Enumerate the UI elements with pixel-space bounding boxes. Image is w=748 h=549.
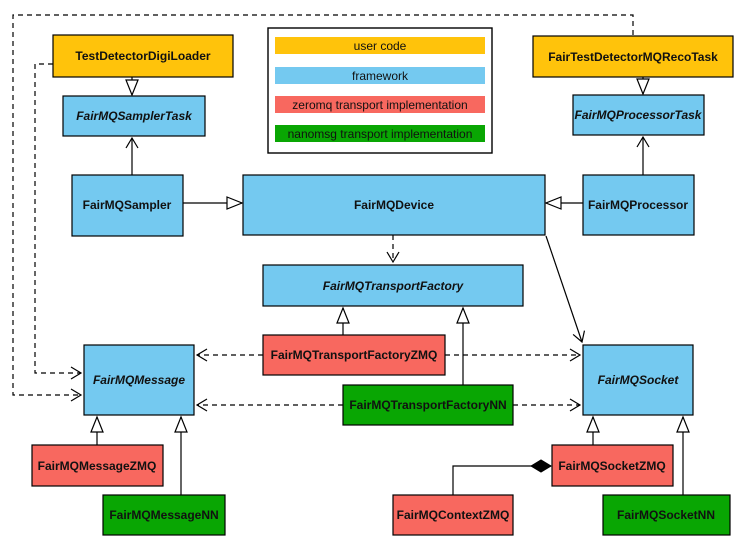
node-box-fairmqdevice [242, 174, 546, 236]
node-fairmqsocket: FairMQSocket [582, 344, 694, 416]
edge-fairmqdevice-assoc-fairmqsocket [545, 235, 586, 344]
node-fairmqtransportfactory: FairMQTransportFactory [262, 264, 524, 307]
node-label-fairmqmessagezmq: FairMQMessageZMQ [38, 459, 157, 473]
node-box-fairtestdetectormqrecotask [532, 35, 734, 78]
legend-item-zeromq: zeromq transport implementation [275, 96, 485, 113]
node-fairmqmessagenn: FairMQMessageNN [102, 494, 226, 536]
node-box-fairmqmessagezmq [31, 444, 164, 487]
node-fairmqsocketnn: FairMQSocketNN [602, 494, 731, 536]
node-label-fairmqsampler: FairMQSampler [83, 198, 172, 212]
node-fairmqmessage: FairMQMessage [83, 344, 195, 416]
legend-swatch-zeromq [275, 96, 485, 113]
legend-swatch-user-code [275, 37, 485, 54]
node-label-fairmqsocketnn: FairMQSocketNN [617, 508, 715, 522]
node-box-fairmqsamplertask [62, 95, 206, 137]
node-fairmqcontextzmq: FairMQContextZMQ [392, 494, 514, 536]
node-label-fairmqprocessortask: FairMQProcessorTask [575, 108, 703, 122]
node-box-fairmqmessagenn [102, 494, 226, 536]
node-box-fairmqmessage [83, 344, 195, 416]
node-box-fairmqsocketnn [602, 494, 731, 536]
edges [12, 14, 690, 495]
node-fairmqsocketzmq: FairMQSocketZMQ [551, 444, 674, 487]
node-label-fairmqsocketzmq: FairMQSocketZMQ [558, 459, 665, 473]
edge-fairtestdetectormqrecotask-dep-fairmqmessage [12, 14, 634, 402]
node-box-fairmqtransportfactorynn [342, 384, 514, 426]
node-label-fairmqdevice: FairMQDevice [354, 198, 434, 212]
node-label-fairmqmessagenn: FairMQMessageNN [109, 508, 218, 522]
legend-item-nanomsg: nanomsg transport implementation [275, 125, 485, 142]
node-fairtestdetectormqrecotask: FairTestDetectorMQRecoTask [532, 35, 734, 78]
legend-label-framework: framework [352, 69, 409, 83]
node-box-fairmqprocessor [582, 174, 695, 236]
node-label-fairmqmessage: FairMQMessage [93, 373, 185, 387]
legend-item-framework: framework [275, 67, 485, 84]
edge-testdetectordigiloader-dep-fairmqmessage [34, 63, 83, 380]
node-label-fairmqtransportfactorynn: FairMQTransportFactoryNN [349, 398, 506, 412]
legend-item-user-code: user code [275, 37, 485, 54]
node-box-fairmqtransportfactory [262, 264, 524, 307]
legend-label-nanomsg: nanomsg transport implementation [288, 127, 473, 141]
node-fairmqsampler: FairMQSampler [71, 174, 184, 237]
node-fairmqsamplertask: FairMQSamplerTask [62, 95, 206, 137]
node-box-fairmqsampler [71, 174, 184, 237]
legend-swatch-framework [275, 67, 485, 84]
edge-fairmqcontextzmq-composition-fairmqsocketzmq [452, 459, 552, 495]
nodes: TestDetectorDigiLoader FairTestDetectorM… [31, 34, 734, 536]
node-fairmqprocessortask: FairMQProcessorTask [572, 94, 705, 136]
legend-swatch-nanomsg [275, 125, 485, 142]
node-label-fairmqsocket: FairMQSocket [598, 373, 680, 387]
node-box-fairmqsocketzmq [551, 444, 674, 487]
node-box-fairmqcontextzmq [392, 494, 514, 536]
legend-label-zeromq: zeromq transport implementation [292, 98, 467, 112]
node-testdetectordigiloader: TestDetectorDigiLoader [52, 34, 234, 78]
node-label-fairmqcontextzmq: FairMQContextZMQ [397, 508, 510, 522]
node-label-fairmqtransportfactoryzmq: FairMQTransportFactoryZMQ [271, 348, 438, 362]
node-fairmqprocessor: FairMQProcessor [582, 174, 695, 236]
node-fairmqmessagezmq: FairMQMessageZMQ [31, 444, 164, 487]
legend-label-user-code: user code [354, 39, 407, 53]
node-label-fairmqtransportfactory: FairMQTransportFactory [323, 279, 465, 293]
node-label-fairmqsamplertask: FairMQSamplerTask [76, 109, 193, 123]
node-fairmqtransportfactoryzmq: FairMQTransportFactoryZMQ [262, 334, 446, 376]
node-fairmqdevice: FairMQDevice [242, 174, 546, 236]
node-box-fairmqtransportfactoryzmq [262, 334, 446, 376]
node-box-fairmqsocket [582, 344, 694, 416]
node-label-fairmqprocessor: FairMQProcessor [588, 198, 688, 212]
node-box-fairmqprocessortask [572, 94, 705, 136]
node-box-testdetectordigiloader [52, 34, 234, 78]
legend: user code framework zeromq transport imp… [267, 27, 493, 154]
node-label-fairtestdetectormqrecotask: FairTestDetectorMQRecoTask [548, 50, 718, 64]
node-fairmqtransportfactorynn: FairMQTransportFactoryNN [342, 384, 514, 426]
node-label-testdetectordigiloader: TestDetectorDigiLoader [75, 49, 210, 63]
